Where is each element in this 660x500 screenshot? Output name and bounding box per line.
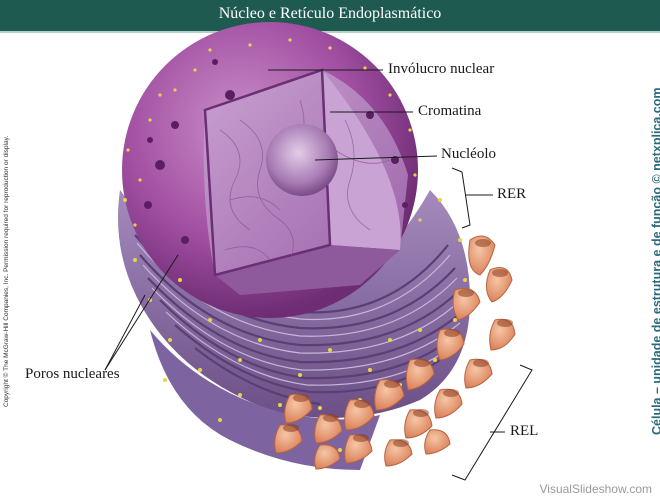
rer-bracket	[451, 167, 471, 229]
label-nucleolus: Nucléolo	[441, 146, 496, 162]
side-credit: Célula – unidade de estrutura e de funçã…	[650, 87, 660, 436]
copyright-notice: Copyright © The McGraw-Hill Companies, I…	[3, 135, 10, 407]
label-nuclear-pores: Poros nucleares	[25, 366, 120, 382]
nucleus	[122, 22, 422, 318]
rer-ribosomes	[123, 198, 467, 452]
watermark: VisualSlideshow.com	[539, 482, 652, 496]
label-rer: RER	[497, 186, 527, 202]
leader-lines	[104, 69, 533, 481]
nucleolus-body	[266, 124, 338, 196]
label-envelope: Invólucro nuclear	[388, 61, 495, 77]
smooth-er	[274, 235, 516, 470]
pores-leader-2	[104, 294, 146, 371]
rel-bracket	[451, 364, 533, 481]
slide-title: Núcleo e Retículo Endoplasmático	[218, 5, 442, 22]
nucleolus-leader	[314, 155, 438, 161]
label-chromatin: Cromatina	[418, 103, 482, 119]
label-rel: REL	[510, 423, 539, 439]
smooth-er-openings	[283, 239, 513, 447]
title-bar: Núcleo e Retículo Endoplasmático	[0, 0, 660, 33]
pores-leader-1	[104, 254, 179, 371]
